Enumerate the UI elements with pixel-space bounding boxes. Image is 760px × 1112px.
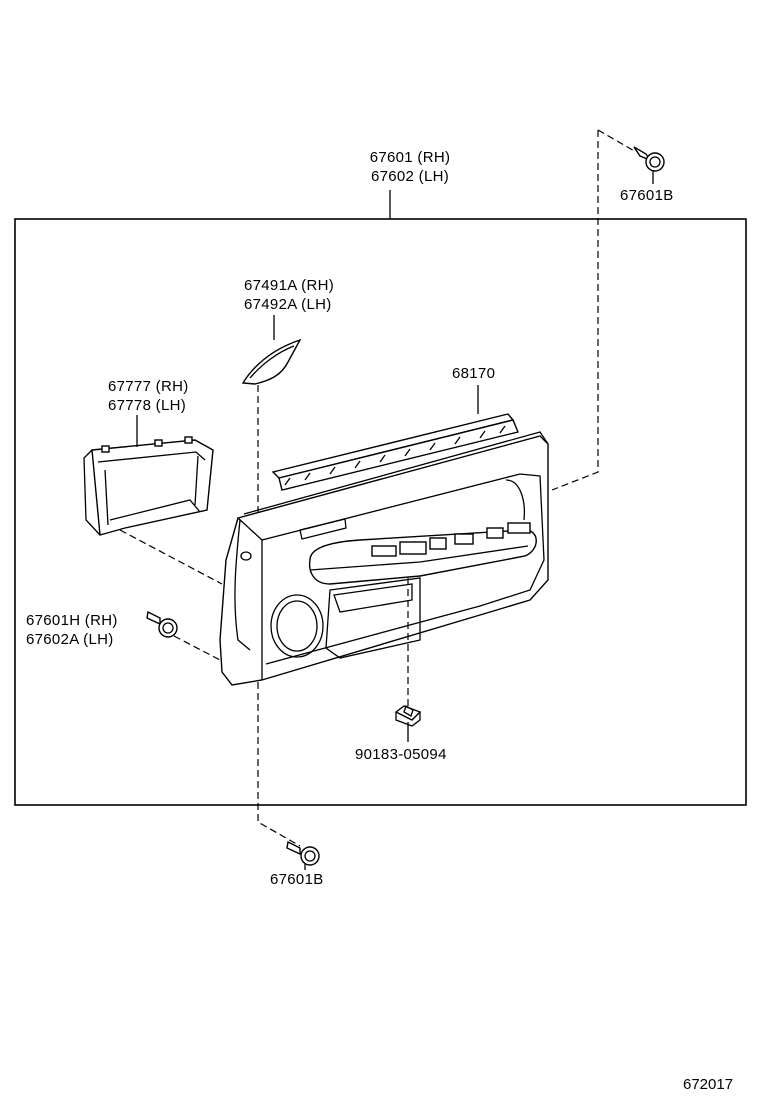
bracket-label: 67777 (RH) 67778 (LH) xyxy=(108,377,189,415)
clip-top-label: 67601B xyxy=(620,187,674,204)
panel-assy-label-rh: 67601 (RH) xyxy=(369,149,451,166)
clip-bottom-icon xyxy=(286,840,320,870)
figure-code: 672017 xyxy=(683,1076,734,1093)
armrest-pad-label-lh: 67492A (LH) xyxy=(244,296,332,313)
assembly-frame xyxy=(14,218,747,806)
panel-assy-label-lh: 67602 (LH) xyxy=(370,168,450,185)
clip-top-leader-b xyxy=(551,130,599,491)
nut-icon xyxy=(394,705,422,727)
nut-label: 90183-05094 xyxy=(355,746,447,763)
door-trim-panel xyxy=(219,431,549,686)
clip-side-label: 67601H (RH) 67602A (LH) xyxy=(26,611,118,649)
clip-side-label-rh: 67601H (RH) xyxy=(26,612,118,629)
clip-bottom-label: 67601B xyxy=(270,871,324,888)
clip-side-dashed xyxy=(173,635,221,661)
clip-top-leader-a xyxy=(597,129,637,153)
clip-side-icon xyxy=(146,610,178,638)
bracket-label-rh: 67777 (RH) xyxy=(108,378,189,395)
bracket-dashed xyxy=(119,529,223,585)
bracket-pocket xyxy=(83,436,214,536)
clip-side-label-lh: 67602A (LH) xyxy=(26,631,114,648)
armrest-pad xyxy=(241,338,302,385)
weatherstrip xyxy=(271,413,519,491)
weatherstrip-label: 68170 xyxy=(452,365,496,382)
bracket-label-lh: 67778 (LH) xyxy=(108,397,187,414)
armrest-pad-label: 67491A (RH) 67492A (LH) xyxy=(244,276,334,314)
armrest-pad-label-rh: 67491A (RH) xyxy=(244,277,335,294)
clip-top-icon xyxy=(633,146,665,184)
panel-assy-label: 67601 (RH) 67602 (LH) xyxy=(370,148,451,186)
